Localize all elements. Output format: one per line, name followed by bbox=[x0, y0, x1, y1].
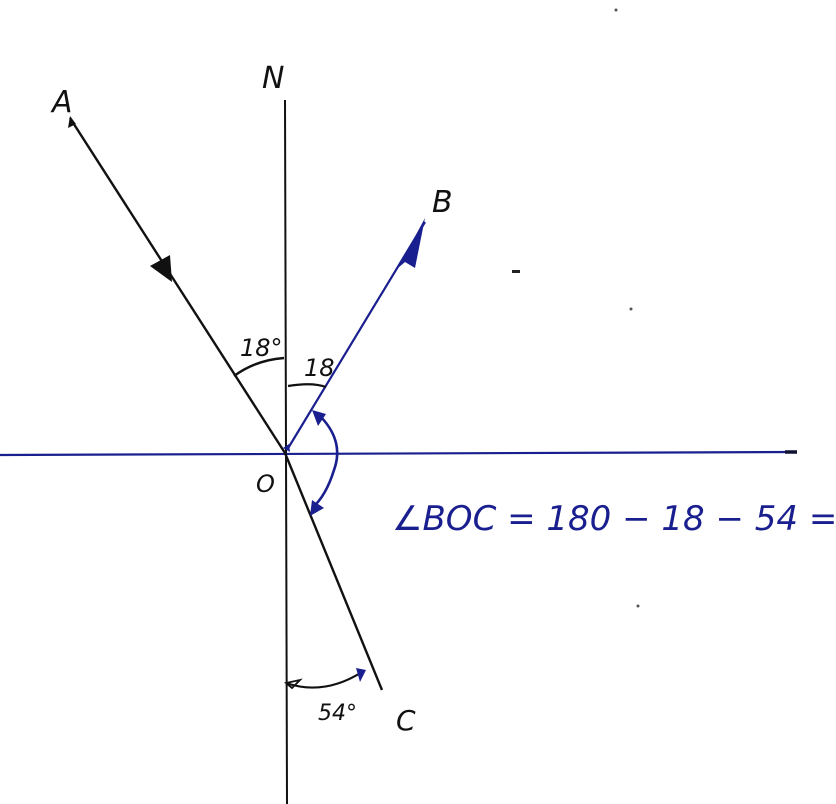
label-point-c: C bbox=[396, 704, 416, 737]
arc-arrowhead-bottom-icon bbox=[310, 500, 324, 516]
label-north: N bbox=[262, 61, 284, 96]
line-oa bbox=[68, 117, 287, 454]
line-oc bbox=[283, 452, 384, 691]
origin-mark bbox=[283, 444, 290, 452]
arrowhead-b-icon bbox=[398, 218, 425, 268]
label-point-a: A bbox=[50, 85, 73, 120]
equation-text: ∠BOC = 180 − 18 − 54 = 108° bbox=[392, 499, 836, 539]
north-south-line bbox=[284, 99, 288, 804]
arc-tail-icon bbox=[284, 678, 303, 690]
speck bbox=[512, 270, 520, 273]
arc-arrowhead-top-icon bbox=[312, 410, 326, 426]
arrowhead-a-icon bbox=[68, 116, 76, 128]
arc-arrowhead-c-icon bbox=[356, 668, 366, 682]
angle-arc-boc bbox=[311, 413, 339, 509]
angle-arc-a-north bbox=[233, 356, 285, 377]
label-origin: O bbox=[256, 470, 275, 498]
angle-label-south-c: 54° bbox=[318, 701, 357, 726]
direction-arrow-oa-icon bbox=[150, 255, 172, 282]
east-west-line bbox=[0, 450, 796, 457]
speck bbox=[629, 307, 633, 311]
angle-label-a-north: 18° bbox=[240, 334, 283, 362]
angle-arc-north-b bbox=[287, 383, 327, 389]
label-point-b: B bbox=[432, 185, 453, 220]
line-ob bbox=[286, 221, 426, 451]
speck bbox=[614, 8, 618, 12]
speck bbox=[636, 604, 640, 608]
angle-label-north-b: 18 bbox=[304, 354, 335, 382]
